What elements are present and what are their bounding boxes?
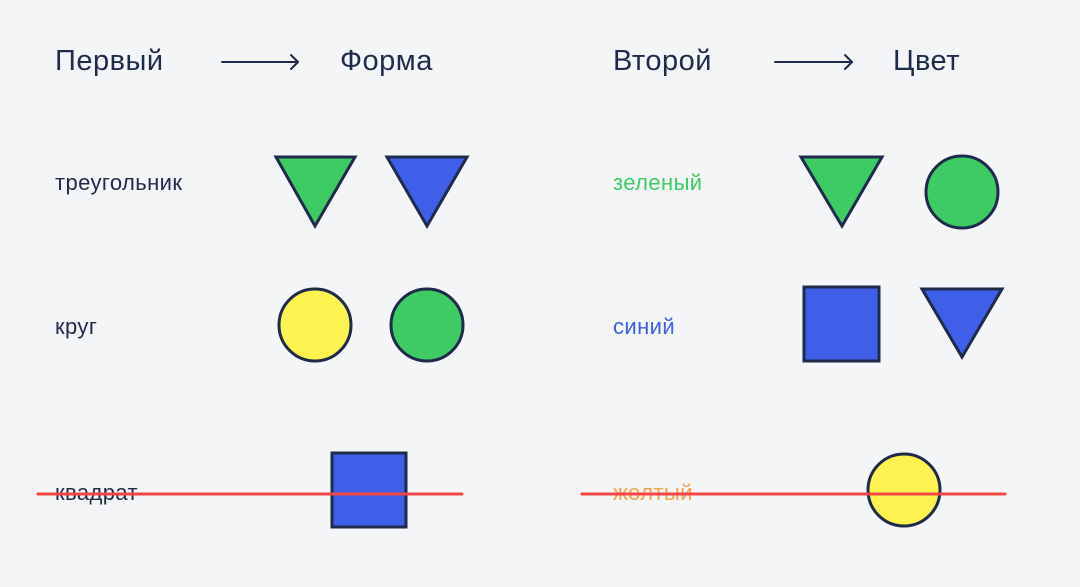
right-heading-from: Второй: [613, 45, 712, 77]
left-heading-from: Первый: [55, 45, 164, 77]
right-right-arrow-icon: [774, 54, 853, 70]
blue-triangle-icon: [384, 155, 470, 229]
yellow-circle-icon: [277, 287, 353, 363]
green-circle-icon: [389, 287, 465, 363]
blue-square-icon: [802, 285, 881, 363]
right-row-label-blue: синий: [613, 314, 676, 339]
left-row-label-circle: круг: [55, 314, 98, 339]
left-heading-to: Форма: [340, 45, 433, 77]
left-right-arrow-icon: [221, 54, 299, 70]
green-triangle-icon: [798, 155, 885, 229]
right-row-label-green: зеленый: [613, 170, 703, 195]
blue-triangle-icon: [919, 287, 1005, 360]
green-triangle-icon: [273, 155, 358, 230]
right-heading-to: Цвет: [893, 45, 960, 77]
yellow-circle-icon: [866, 452, 942, 528]
green-circle-icon: [924, 154, 1000, 230]
blue-square-icon: [330, 451, 408, 529]
left-row-label-triangle: треугольник: [55, 170, 183, 195]
